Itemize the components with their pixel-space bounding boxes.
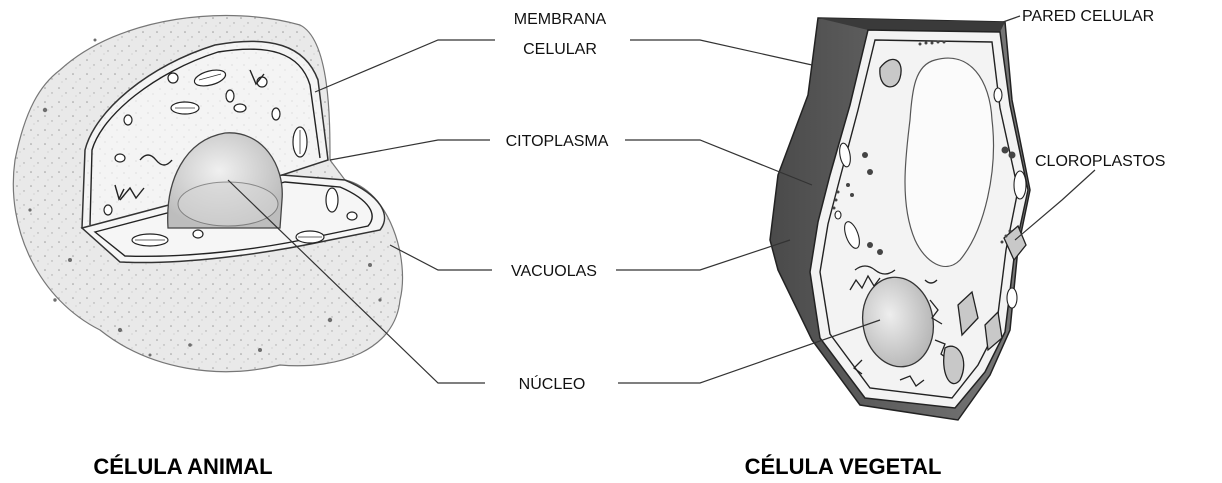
label-nucleo: NÚCLEO [519, 374, 586, 393]
label-citoplasma: CITOPLASMA [506, 133, 609, 150]
label-membrana-line2: CELULAR [523, 41, 597, 58]
leader-vacuolas-plant [616, 240, 790, 270]
leader-membrana-plant [630, 40, 812, 65]
leader-vacuolas-animal [390, 245, 492, 270]
label-membrana-line1: MEMBRANA [514, 11, 607, 28]
leader-pared [1003, 16, 1020, 22]
animal-cell-illustration [13, 15, 402, 371]
leader-membrana-animal [315, 40, 495, 92]
caption-plant-cell: CÉLULA VEGETAL [745, 454, 942, 479]
label-vacuolas: VACUOLAS [511, 263, 597, 280]
leader-citoplasma-animal [330, 140, 490, 160]
plant-cell-illustration [770, 18, 1030, 420]
animal-nucleus-top [178, 182, 278, 226]
caption-animal-cell: CÉLULA ANIMAL [93, 454, 272, 479]
label-pared-celular: PARED CELULAR [1022, 8, 1154, 25]
label-cloroplastos: CLOROPLASTOS [1035, 153, 1165, 170]
